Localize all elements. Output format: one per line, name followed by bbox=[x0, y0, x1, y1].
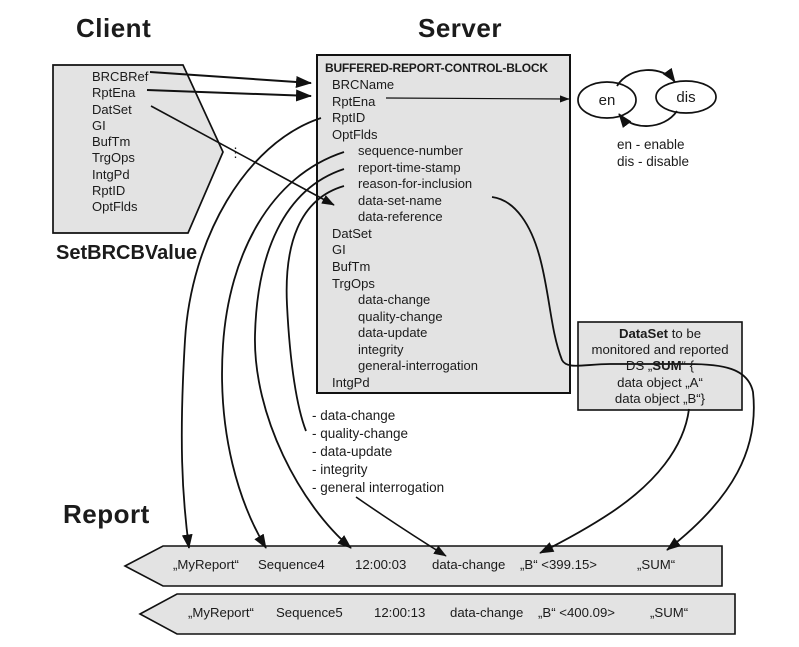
client-item: BufTm bbox=[92, 134, 131, 150]
brcb-row: OptFlds bbox=[332, 126, 378, 142]
brcb-row: data-reference bbox=[358, 209, 443, 225]
dataset-box: DataSet to be monitored and reported DS … bbox=[578, 326, 742, 407]
report-reason: data-change bbox=[450, 605, 524, 620]
brcb-row: reason-for-inclusion bbox=[358, 176, 473, 192]
curve-seqnum-to-sequence4 bbox=[221, 151, 345, 549]
report-title: Report bbox=[63, 499, 150, 529]
brcb-row: sequence-number bbox=[358, 143, 463, 159]
dataset-line-4: data object „A“ bbox=[617, 374, 703, 390]
brcb-row: quality-change bbox=[358, 308, 443, 324]
state-en-ellipse bbox=[577, 81, 637, 119]
dataset-line-3: DS „SUM“ { bbox=[578, 358, 742, 374]
client-item: OptFlds bbox=[92, 199, 138, 215]
report-sequence: Sequence5 bbox=[276, 605, 343, 620]
report-name: „MyReport“ bbox=[173, 557, 239, 572]
trigger-item: - data-change bbox=[312, 408, 396, 423]
arrow-datset-to-datasetname bbox=[150, 105, 335, 206]
report-time: 12:00:13 bbox=[374, 605, 426, 620]
client-item: RptEna bbox=[92, 85, 136, 101]
arrow-rptena-to-rptena bbox=[146, 89, 312, 102]
dataset-line-1: DataSet to be bbox=[578, 326, 742, 342]
dataset-line-2: monitored and reported bbox=[591, 342, 729, 358]
brcb-row: DatSet bbox=[332, 225, 372, 241]
report-value: „B“ <400.09> bbox=[538, 605, 615, 620]
brcb-row: BRCName bbox=[332, 77, 395, 92]
report-reason: data-change bbox=[432, 557, 506, 572]
curve-datasetname-to-sum bbox=[491, 196, 755, 551]
client-item: RptID bbox=[92, 183, 126, 199]
curve-reason-to-triggerlist bbox=[285, 185, 345, 432]
legend-enable: en - enable bbox=[617, 137, 685, 152]
arrow-geninterrogation-to-datachange bbox=[355, 496, 447, 557]
client-setbrcb-shape bbox=[52, 64, 224, 234]
brcb-row: data-update bbox=[358, 325, 428, 341]
client-item: GI bbox=[92, 117, 106, 133]
trigger-item: - general interrogation bbox=[312, 480, 445, 495]
brcb-row: BufTm bbox=[332, 259, 371, 275]
trigger-item: - integrity bbox=[312, 462, 368, 477]
state-dis-label: dis bbox=[676, 89, 696, 106]
report-bar-1-shape bbox=[123, 545, 723, 587]
client-parameter-list: BRCBRef RptEna DatSet GI BufTm TrgOps In… bbox=[92, 69, 148, 216]
report-value: „B“ <399.15> bbox=[520, 557, 597, 572]
setbrcbvalue-caption: SetBRCBValue bbox=[56, 242, 198, 264]
state-en-label: en bbox=[598, 92, 616, 109]
dataset-rest: to be bbox=[668, 326, 702, 341]
server-brcb-box bbox=[316, 54, 571, 394]
client-item: TrgOps bbox=[92, 150, 135, 166]
report-time: 12:00:03 bbox=[355, 557, 407, 572]
client-item: DatSet bbox=[92, 101, 132, 117]
report-dataset: „SUM“ bbox=[650, 605, 689, 620]
legend-disable: dis - disable bbox=[617, 154, 690, 169]
brcb-row: IntgPd bbox=[332, 374, 370, 390]
brcb-row: general-interrogation bbox=[358, 358, 478, 374]
curve-dataobjectb-to-value bbox=[539, 408, 690, 554]
client-title: Client bbox=[76, 13, 152, 43]
brcb-row: GI bbox=[332, 242, 346, 258]
dataset-line-5: data object „B“} bbox=[614, 390, 706, 406]
trigger-item: - data-update bbox=[312, 444, 393, 459]
ds-post: “ { bbox=[681, 358, 695, 374]
brcb-row: data-change bbox=[358, 292, 431, 308]
trigger-item: - quality-change bbox=[312, 426, 409, 441]
trigger-reason-list: - data-change - quality-change - data-up… bbox=[312, 407, 444, 497]
client-item: BRCBRef bbox=[92, 69, 149, 84]
brcb-row: TrgOps bbox=[332, 275, 375, 291]
report-bar-2-shape bbox=[138, 593, 736, 635]
report-name: „MyReport“ bbox=[188, 605, 254, 620]
state-dis-ellipse bbox=[655, 80, 717, 114]
ds-pre: DS „ bbox=[625, 358, 653, 374]
curve-timestamp-to-time bbox=[254, 168, 352, 549]
client-item: IntgPd bbox=[92, 166, 130, 182]
brcb-attribute-list: BRCName RptEna RptID OptFlds sequence-nu… bbox=[317, 77, 478, 391]
dataset-bold: DataSet bbox=[618, 326, 669, 341]
brcb-row: RptID bbox=[332, 110, 366, 126]
arrow-dis-to-en bbox=[618, 110, 678, 128]
ds-sum-bold: SUM bbox=[652, 358, 682, 374]
curve-rptid-to-myreport bbox=[180, 117, 322, 549]
brcb-box-title: BUFFERED-REPORT-CONTROL-BLOCK bbox=[325, 61, 548, 75]
arrow-en-to-dis bbox=[616, 67, 676, 87]
brcb-row: report-time-stamp bbox=[358, 159, 461, 175]
arrow-rptena-to-en-state bbox=[385, 95, 570, 103]
server-title: Server bbox=[418, 13, 502, 43]
report-sequence: Sequence4 bbox=[258, 557, 325, 572]
brcb-row: data-set-name bbox=[358, 192, 442, 208]
arrow-brcbref-to-brcname bbox=[149, 71, 312, 88]
brcb-row: RptEna bbox=[332, 93, 376, 109]
vertical-ellipsis: ⋮ bbox=[229, 145, 242, 160]
report-dataset: „SUM“ bbox=[637, 557, 676, 572]
brcb-row: integrity bbox=[358, 341, 404, 357]
